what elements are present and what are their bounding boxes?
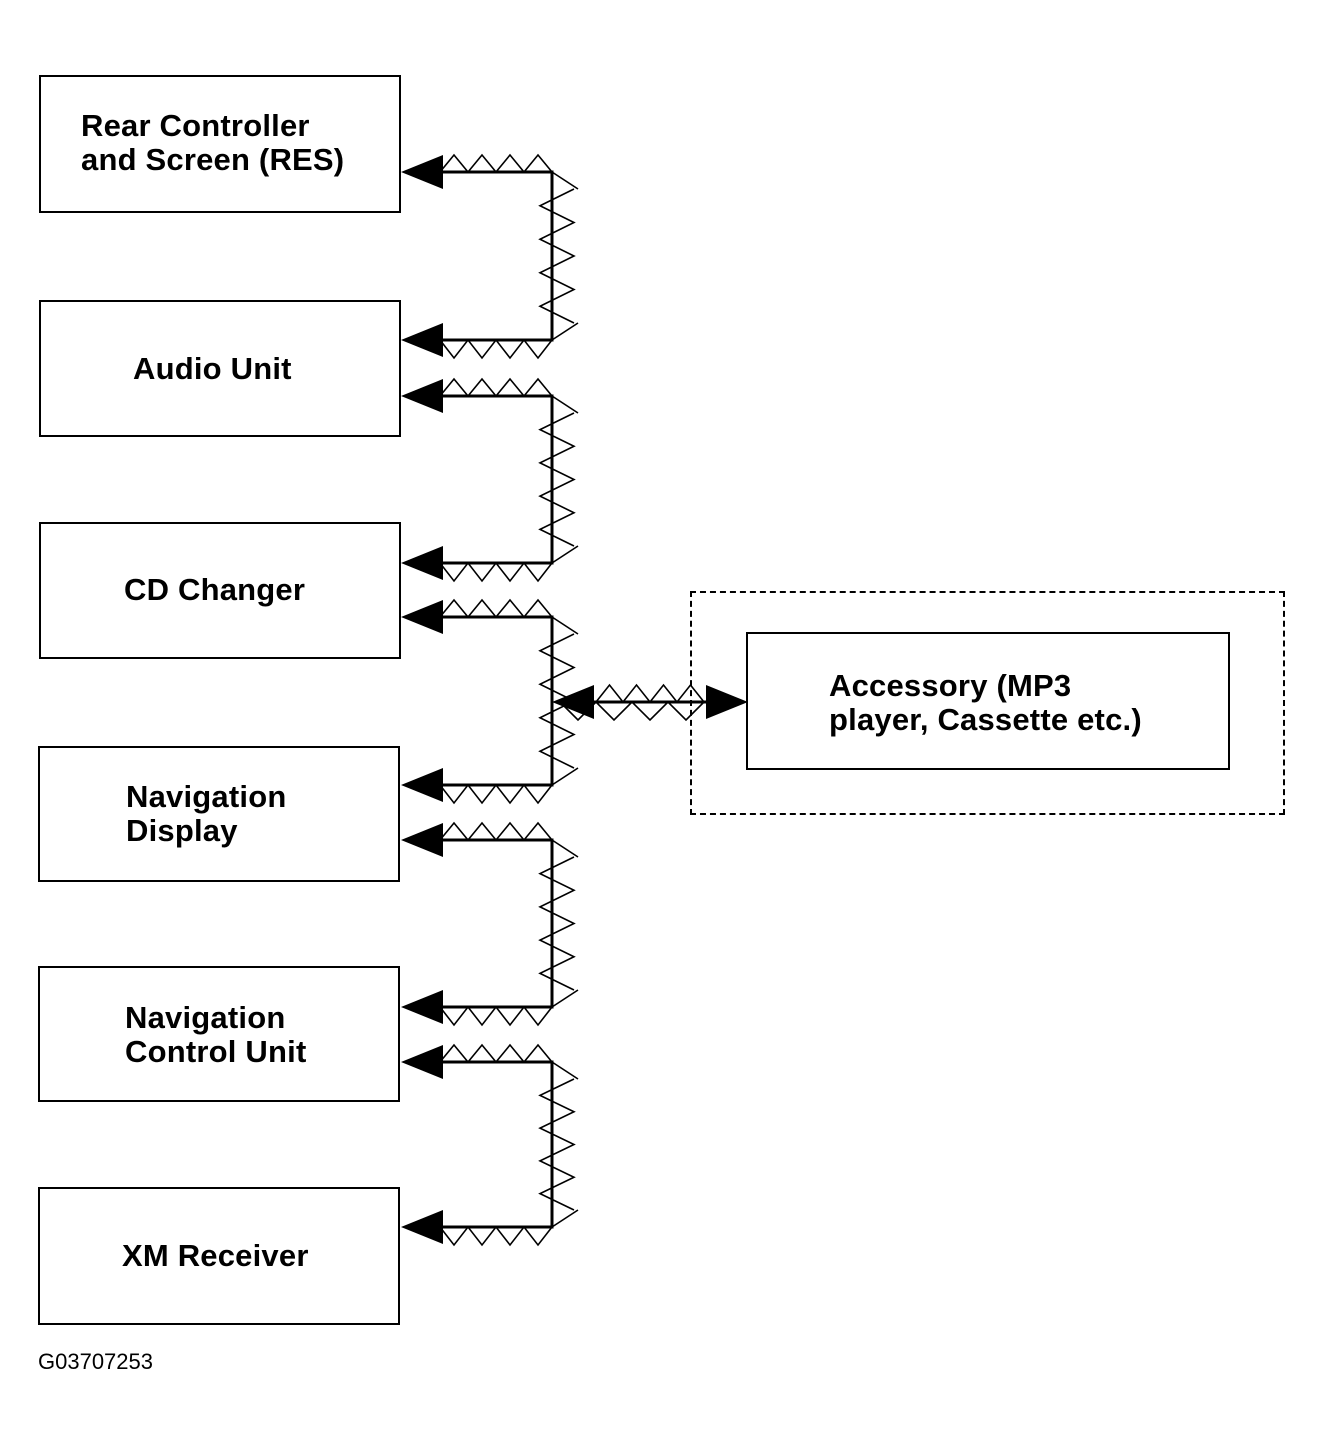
accessory-box <box>746 632 1230 770</box>
link-accessory-arrow-left <box>552 685 594 719</box>
navigation-control-unit-label-line2: Control Unit <box>125 1034 307 1069</box>
link-audio-cd-changer-arrow-top <box>401 379 443 413</box>
cd-changer-label-line1: CD Changer <box>124 572 306 607</box>
link-control-unit-xm-receiver-corner-top <box>551 1061 579 1080</box>
navigation-display-label: Navigation Display <box>126 780 286 848</box>
navigation-control-unit-box <box>38 966 400 1102</box>
link-control-unit-xm-receiver-zigzag-top <box>439 1043 553 1064</box>
audio-unit-label: Audio Unit <box>133 352 292 386</box>
link-accessory-arrow-right <box>706 685 748 719</box>
navigation-display-box <box>38 746 400 882</box>
navigation-control-unit-label-line1: Navigation <box>125 1000 286 1035</box>
link-rear-controller-audio-line <box>431 170 554 342</box>
figure-id: G03707253 <box>38 1349 153 1374</box>
link-accessory-zigzag-top <box>595 683 705 704</box>
link-cd-changer-navigation-display-arrow-bottom <box>401 768 443 802</box>
link-cd-changer-navigation-display-arrow-top <box>401 600 443 634</box>
link-navigation-display-control-unit-zigzag-vertical <box>538 856 576 991</box>
audio-unit-box <box>39 300 401 437</box>
link-cd-changer-navigation-display-zigzag-top <box>439 598 553 619</box>
navigation-display-label-line1: Navigation <box>126 779 287 814</box>
link-control-unit-xm-receiver-line <box>431 1060 554 1229</box>
link-audio-cd-changer-line <box>431 394 554 565</box>
link-rear-controller-audio-arrow-bottom <box>401 323 443 357</box>
link-accessory-zigzag-bottom <box>559 700 705 722</box>
link-audio-cd-changer-zigzag-vertical <box>538 412 576 547</box>
cd-changer-label: CD Changer <box>124 573 305 607</box>
navigation-display-label-line2: Display <box>126 813 238 848</box>
link-cd-changer-navigation-display-corner-bottom <box>551 767 579 786</box>
xm-receiver-label: XM Receiver <box>122 1239 309 1273</box>
accessory-label: Accessory (MP3 player, Cassette etc.) <box>829 669 1142 737</box>
link-navigation-display-control-unit-arrow-bottom <box>401 990 443 1024</box>
rear-controller-label-line2: and Screen (RES) <box>81 142 345 177</box>
link-rear-controller-audio-zigzag-bottom <box>439 338 553 360</box>
link-rear-controller-audio-corner-bottom <box>551 322 579 341</box>
link-control-unit-xm-receiver-zigzag-vertical <box>538 1078 576 1211</box>
link-navigation-display-control-unit-line <box>431 838 554 1009</box>
accessory-label-line2: player, Cassette etc.) <box>829 702 1142 737</box>
link-rear-controller-audio-corner-top <box>551 171 579 190</box>
connection-links <box>401 153 748 1247</box>
xm-receiver-box <box>38 1187 400 1325</box>
audio-unit-label-line1: Audio Unit <box>133 351 292 386</box>
cd-changer-box <box>39 522 401 659</box>
navigation-control-unit-label: Navigation Control Unit <box>125 1001 306 1069</box>
rear-controller-label-line1: Rear Controller <box>81 108 310 143</box>
link-cd-changer-navigation-display-line <box>431 615 554 787</box>
rear-controller-label: Rear Controller and Screen (RES) <box>81 109 344 177</box>
link-rear-controller-audio-arrow-top <box>401 155 443 189</box>
link-navigation-display-control-unit-zigzag-top <box>439 821 553 842</box>
link-rear-controller-audio-zigzag-top <box>439 153 553 174</box>
link-audio-cd-changer-corner-bottom <box>551 545 579 564</box>
link-cd-changer-navigation-display-zigzag-bottom <box>439 783 553 805</box>
link-audio-cd-changer-corner-top <box>551 395 579 414</box>
link-audio-cd-changer-zigzag-bottom <box>439 561 553 583</box>
accessory-label-line1: Accessory (MP3 <box>829 668 1072 703</box>
link-navigation-display-control-unit-corner-top <box>551 839 579 858</box>
link-audio-cd-changer-zigzag-top <box>439 377 553 398</box>
link-control-unit-xm-receiver-arrow-bottom <box>401 1210 443 1244</box>
link-control-unit-xm-receiver-zigzag-bottom <box>439 1225 553 1247</box>
link-navigation-display-control-unit-arrow-top <box>401 823 443 857</box>
rear-controller-box <box>39 75 401 213</box>
link-control-unit-xm-receiver-arrow-top <box>401 1045 443 1079</box>
xm-receiver-label-line1: XM Receiver <box>122 1238 309 1273</box>
link-navigation-display-control-unit-corner-bottom <box>551 989 579 1008</box>
link-control-unit-xm-receiver-corner-bottom <box>551 1209 579 1228</box>
link-navigation-display-control-unit-zigzag-bottom <box>439 1005 553 1027</box>
link-audio-cd-changer-arrow-bottom <box>401 546 443 580</box>
link-cd-changer-navigation-display-corner-top <box>551 616 579 635</box>
link-rear-controller-audio-zigzag-vertical <box>538 188 576 324</box>
